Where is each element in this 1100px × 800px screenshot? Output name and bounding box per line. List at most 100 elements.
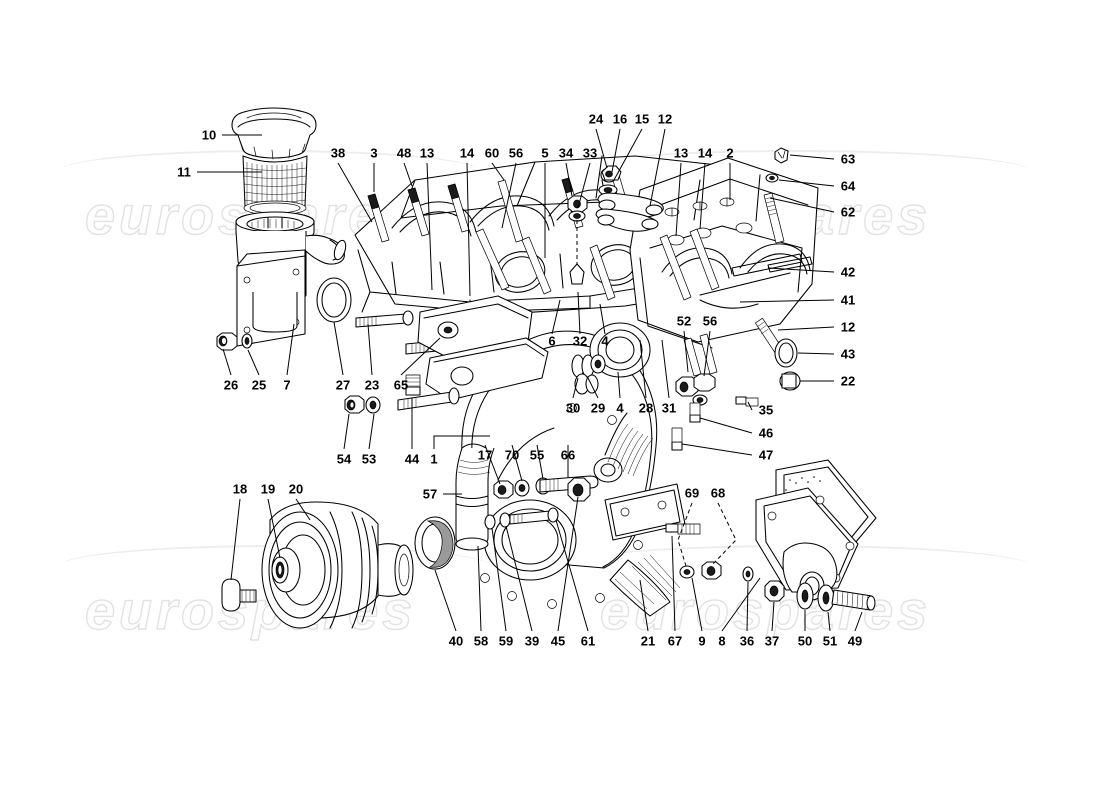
oil-seal-40 <box>414 516 456 570</box>
bolt-47 <box>671 427 683 451</box>
callout-4b: 4 <box>616 400 624 416</box>
callout-47: 47 <box>758 447 774 463</box>
link-bracket-assembly <box>595 165 664 232</box>
callout-50: 50 <box>797 633 813 649</box>
oil-filler-neck-body <box>235 211 347 347</box>
callout-59: 59 <box>498 633 514 649</box>
crankshaft-pulley-damper <box>261 501 414 629</box>
callout-64: 64 <box>840 178 856 194</box>
callout-1: 1 <box>430 451 438 467</box>
callout-62: 62 <box>840 204 856 220</box>
callout-55: 55 <box>529 447 545 463</box>
callout-45: 45 <box>550 633 566 649</box>
callout-42: 42 <box>840 264 856 280</box>
callout-12a: 12 <box>657 111 673 127</box>
callout-7: 7 <box>283 377 291 393</box>
bolt-train-36-49 <box>742 566 876 612</box>
callout-13a: 13 <box>419 145 435 161</box>
callout-38: 38 <box>330 145 346 161</box>
callout-2: 2 <box>726 145 734 161</box>
callout-26: 26 <box>223 377 239 393</box>
washer-64 <box>765 173 779 183</box>
callout-57: 57 <box>422 486 438 502</box>
callout-67: 67 <box>667 633 683 649</box>
callout-56b: 56 <box>702 313 718 329</box>
callout-40: 40 <box>448 633 464 649</box>
callout-20: 20 <box>288 481 304 497</box>
callout-32: 32 <box>572 333 588 349</box>
bolt-44 <box>405 374 421 396</box>
washers-69-68 <box>679 561 722 580</box>
callout-35: 35 <box>758 402 774 418</box>
crankcase-lower-half <box>629 157 819 349</box>
callout-19: 19 <box>260 481 276 497</box>
fastener-63 <box>774 147 789 164</box>
callout-14b: 14 <box>697 145 713 161</box>
cover-bolts-58-59-39 <box>484 512 511 530</box>
leader-lines <box>197 128 863 632</box>
callout-14a: 14 <box>459 145 475 161</box>
studs-52-56 <box>675 333 718 406</box>
pulley-bolt-18 <box>221 578 257 612</box>
callout-6: 6 <box>548 333 556 349</box>
callout-52: 52 <box>676 313 692 329</box>
edge-41 <box>699 299 759 309</box>
callout-48: 48 <box>396 145 412 161</box>
callout-16: 16 <box>612 111 628 127</box>
nut-26-washer-25 <box>216 332 253 351</box>
nut-54-washer-53 <box>344 395 381 414</box>
mounting-bracket-assembly <box>755 459 877 601</box>
stud-23 <box>355 310 414 328</box>
callout-18: 18 <box>232 481 248 497</box>
bolt-46 <box>689 402 701 423</box>
callout-46: 46 <box>758 425 774 441</box>
callout-70: 70 <box>504 447 520 463</box>
callout-15: 15 <box>634 111 650 127</box>
groove-42 <box>767 256 813 273</box>
stud-62 <box>763 192 785 244</box>
o-ring-27 <box>316 277 352 323</box>
callout-25: 25 <box>251 377 267 393</box>
callout-58: 58 <box>473 633 489 649</box>
callout-3: 3 <box>370 145 378 161</box>
callout-12b: 12 <box>840 319 856 335</box>
small-parts-cluster-left <box>571 354 606 395</box>
callout-34: 34 <box>558 145 574 161</box>
callout-30: 30 <box>565 400 581 416</box>
callout-49: 49 <box>847 633 863 649</box>
callout-69: 69 <box>684 485 700 501</box>
callout-13b: 13 <box>673 145 689 161</box>
callout-39: 39 <box>524 633 540 649</box>
callout-60: 60 <box>484 145 500 161</box>
callout-53: 53 <box>361 451 377 467</box>
callout-56a: 56 <box>508 145 524 161</box>
callout-10: 10 <box>201 127 217 143</box>
callout-37: 37 <box>764 633 780 649</box>
callout-11: 11 <box>177 164 191 180</box>
callout-5: 5 <box>541 145 549 161</box>
callout-27: 27 <box>335 377 351 393</box>
callout-66: 66 <box>560 447 576 463</box>
callout-31: 31 <box>661 400 677 416</box>
callout-41: 41 <box>840 292 856 308</box>
callout-4a: 4 <box>601 333 609 349</box>
callout-44: 44 <box>404 451 420 467</box>
oil-filler-cap-part <box>231 107 317 216</box>
callout-8: 8 <box>718 633 726 649</box>
callout-21: 21 <box>640 633 656 649</box>
callout-51: 51 <box>822 633 838 649</box>
callout-24: 24 <box>588 111 604 127</box>
callout-54: 54 <box>336 451 352 467</box>
bushing-22 <box>779 371 801 391</box>
callout-28: 28 <box>638 400 654 416</box>
callout-65: 65 <box>393 377 409 393</box>
bolt-35 <box>735 396 759 407</box>
callout-29: 29 <box>590 400 606 416</box>
callout-61: 61 <box>580 633 596 649</box>
nut-34-washer-33 <box>567 195 588 285</box>
callout-33: 33 <box>582 145 598 161</box>
callout-36: 36 <box>739 633 755 649</box>
callout-43: 43 <box>840 346 856 362</box>
